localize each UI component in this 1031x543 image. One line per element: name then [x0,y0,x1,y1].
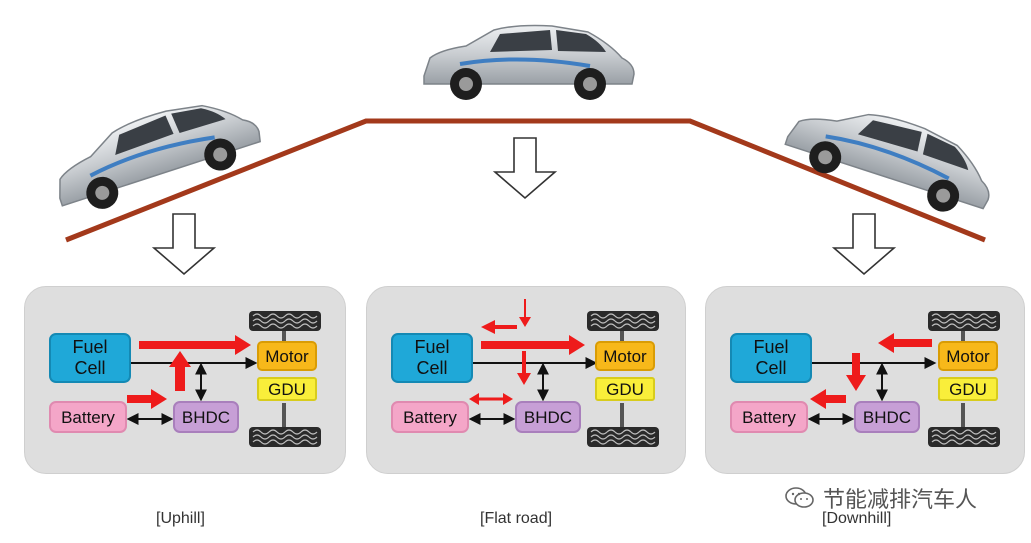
wheel-icon [586,310,660,332]
down-arrow-icon [494,137,556,199]
car-icon [42,83,270,224]
down-arrow-icon [833,213,895,275]
gdu-box: GDU [257,377,317,401]
caption-flat-road: [Flat road] [480,510,553,527]
battery-box: Battery [391,401,469,433]
watermark: 节能减排汽车人 [785,482,977,514]
caption-downhill: [Downhill] [822,510,892,527]
wheel-icon [586,426,660,448]
caption-uphill: [Uphill] [156,510,205,527]
battery-box: Battery [49,401,127,433]
motor-box: Motor [938,341,998,371]
flow-layer [468,299,660,448]
flow-layer [126,310,322,448]
wheel-icon [248,310,322,332]
bhdc-box: BHDC [854,401,920,433]
bhdc-box: BHDC [173,401,239,433]
wechat-icon [785,487,814,508]
wheel-icon [248,426,322,448]
car-icon [422,23,636,102]
road-line [65,118,986,243]
wheel-icon [927,426,1001,448]
motor-box: Motor [595,341,655,371]
watermark-text: 节能减排汽车人 [823,487,978,512]
flow-layer [807,310,1001,448]
gdu-box: GDU [595,377,655,401]
motor-box: Motor [257,341,317,371]
gdu-box: GDU [938,377,998,401]
down-arrow-icon [153,213,215,275]
bhdc-box: BHDC [515,401,581,433]
wheel-icon [927,310,1001,332]
battery-box: Battery [730,401,808,433]
